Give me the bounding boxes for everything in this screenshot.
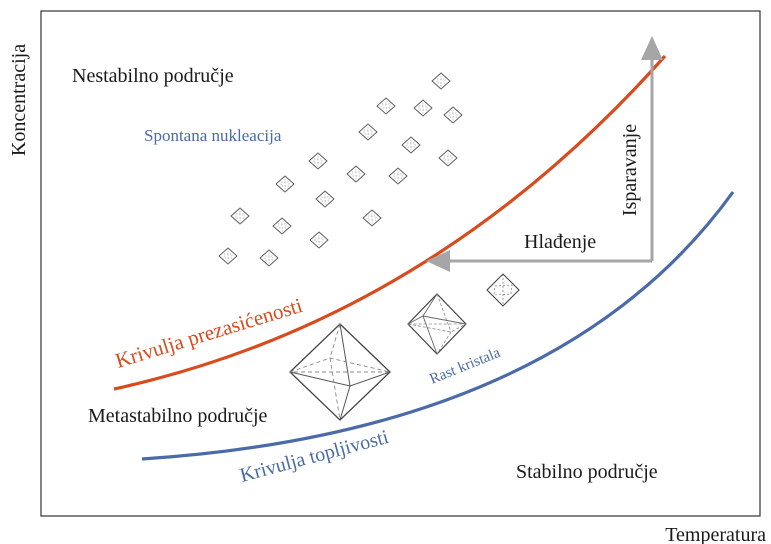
cooling-arrow-head [426,250,450,272]
evaporation-label: Isparavanje [619,124,641,216]
growth-crystal-large [289,323,391,421]
crystal-icon [315,190,335,208]
solubility-curve-label: Krivulja topljivosti [238,426,392,487]
evaporation-arrow-head [641,36,663,60]
nucleation-crystals [218,72,463,267]
cooling-label: Hlađenje [524,231,596,253]
stable-region-label: Stabilno područje [516,461,658,483]
supersaturation-curve-label: Krivulja prezasićenosti [112,293,305,373]
metastable-region-label: Metastabilno područje [88,405,268,427]
crystal-icon [413,99,433,117]
crystal-icon [346,165,366,183]
crystal-icon [308,152,328,170]
nucleation-label: Spontana nukleacija [144,126,282,145]
supersaturation-curve [113,54,667,391]
crystal-icon [218,247,238,265]
crystal-icon [431,72,451,90]
crystal-icon [401,136,421,154]
unstable-region-label: Nestabilno područje [72,65,234,87]
plot-frame [40,10,761,517]
crystal-icon [272,217,292,235]
x-axis-label: Temperatura [665,524,766,544]
y-axis-label: Koncentracija [8,44,30,156]
crystal-icon [259,249,279,267]
crystal-icon [275,175,295,193]
growth-crystal-small [486,273,520,307]
crystal-icon [358,123,378,141]
crystal-icon [230,207,250,225]
crystal-icon [438,149,458,167]
crystal-icon [309,231,329,249]
crystal-icon [362,209,382,227]
growth-crystal-medium [407,293,467,355]
crystal-icon [443,106,463,124]
crystal-icon [388,167,408,185]
solubility-curve [141,191,735,461]
crystal-icon [376,97,396,115]
